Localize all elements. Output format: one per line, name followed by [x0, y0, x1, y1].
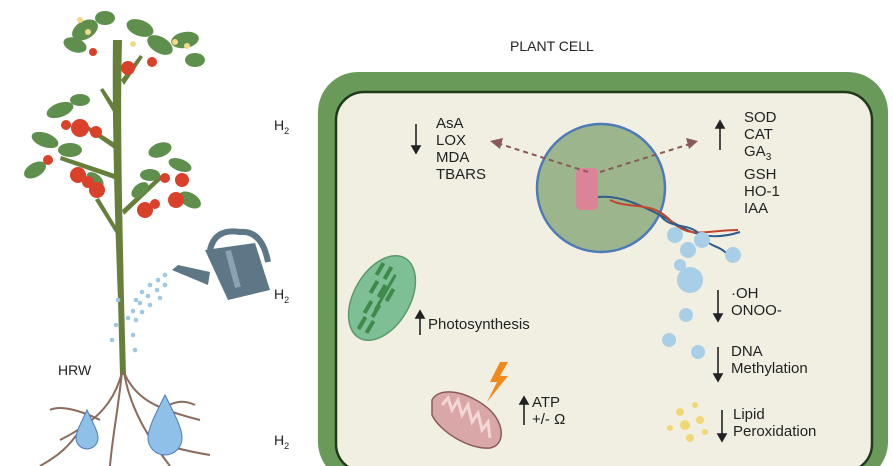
arrow-down-icon — [712, 373, 724, 383]
h2-label-middle: H2 — [274, 286, 290, 305]
dashed-arrow-left — [499, 143, 589, 173]
tomato-fruits — [43, 48, 189, 218]
hydroxyl-radical: ·OH — [731, 285, 759, 302]
marker-iaa: IAA — [744, 200, 769, 217]
peroxynitrite: ONOO- — [731, 302, 782, 319]
marker-ho1: HO-1 — [744, 183, 780, 200]
plant-stem — [112, 40, 126, 375]
water-spray — [109, 272, 168, 353]
photosynthesis-label: Photosynthesis — [428, 316, 530, 333]
watering-can — [172, 228, 271, 300]
dna-methylation-label: DNA Methylation — [731, 343, 808, 377]
arrow-up-icon — [518, 395, 530, 405]
plant-flowers — [77, 17, 190, 49]
peroxidation-line: Peroxidation — [733, 423, 817, 440]
marker-cat: CAT — [744, 126, 773, 143]
dna-line: DNA — [731, 343, 763, 360]
marker-sod: SOD — [744, 109, 777, 126]
lightning-icon — [487, 362, 508, 402]
membrane-potential-line: +/- Ω — [532, 411, 566, 428]
h2-label-bottom: H2 — [274, 432, 290, 451]
plant-roots — [39, 371, 211, 466]
plant-leaves — [24, 11, 205, 209]
h2-label-top: H2 — [274, 117, 290, 136]
ros-label: ·OH ONOO- — [731, 285, 782, 319]
hrw-label: HRW — [58, 362, 92, 378]
chromatin — [576, 168, 598, 210]
marker-ga3: GA3 — [744, 143, 772, 163]
arrow-down-icon — [712, 313, 724, 323]
lipid-peroxidation-label: Lipid Peroxidation — [733, 406, 816, 440]
marker-asa: AsA — [436, 115, 464, 132]
marker-mda: MDA — [436, 149, 470, 166]
dashed-arrowhead-left — [490, 138, 503, 149]
diagram-title: PLANT CELL — [510, 38, 594, 54]
chloroplast — [347, 255, 417, 341]
lipid-droplets — [667, 402, 708, 442]
marker-gsh: GSH — [744, 166, 777, 183]
increased-markers-list: SOD CAT GA3 GSH HO-1 IAA — [744, 109, 780, 217]
tomato-plant — [24, 11, 271, 466]
water-drop-large — [147, 393, 183, 456]
atp-line: ATP — [532, 394, 561, 411]
decreased-markers-list: AsA LOX MDA TBARS — [436, 115, 486, 183]
atp-label: ATP +/- Ω — [532, 394, 565, 428]
ros-bubbles — [662, 227, 741, 359]
arrow-down-icon — [716, 433, 728, 443]
arrow-up-icon — [414, 309, 426, 319]
plant-cell — [318, 72, 888, 466]
water-drop-small — [75, 408, 99, 450]
methylation-line: Methylation — [731, 360, 808, 377]
indicator-arrows — [410, 119, 728, 443]
nucleus — [535, 122, 667, 254]
arrow-up-icon — [714, 119, 726, 129]
arrow-down-icon — [410, 145, 422, 155]
dashed-arrow-right — [599, 143, 691, 173]
mitochondrion — [431, 391, 502, 449]
lipid-line: Lipid — [733, 406, 765, 423]
dashed-arrowhead-right — [686, 138, 698, 149]
marker-lox: LOX — [436, 132, 467, 149]
cytoplasm — [334, 90, 874, 466]
marker-tbars: TBARS — [436, 166, 487, 183]
